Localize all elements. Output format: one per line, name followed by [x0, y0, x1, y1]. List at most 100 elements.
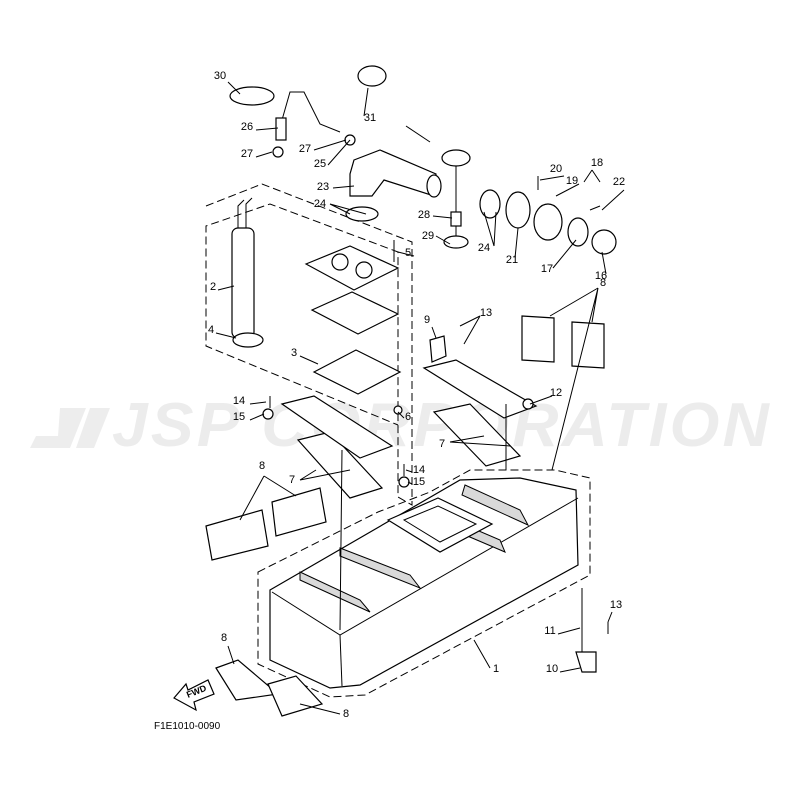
callout-c18: 18 — [591, 157, 603, 169]
fuel-pump-body — [231, 227, 255, 339]
leaders — [215, 81, 625, 715]
vent-hose-fitting — [275, 117, 287, 141]
callout-c2: 2 — [210, 281, 216, 293]
callout-c10: 10 — [546, 663, 558, 675]
callout-c14a: 14 — [233, 395, 245, 407]
callout-c24b: 24 — [478, 242, 490, 254]
vent-line-coupler — [450, 211, 462, 227]
callout-c7a: 7 — [439, 438, 445, 450]
fwd-arrow-icon — [173, 679, 215, 712]
filler-cap-16 — [591, 229, 617, 255]
callout-c1: 1 — [493, 663, 499, 675]
callout-c27a: 27 — [241, 148, 253, 160]
callout-c22: 22 — [613, 176, 625, 188]
hose-clamp-top — [357, 65, 387, 87]
top-plate-port-1 — [331, 253, 349, 271]
gasket-24 — [479, 189, 501, 219]
callout-c8c: 8 — [221, 632, 227, 644]
callout-c8d: 8 — [343, 708, 349, 720]
callout-c7b: 7 — [289, 474, 295, 486]
fuel-pump-clamp — [232, 332, 264, 348]
watermark: JSP CORPORATION — [30, 391, 772, 460]
filler-neck — [229, 65, 442, 222]
fwd-indicator: FWD — [173, 679, 215, 712]
plate-gasket-2 — [312, 349, 402, 395]
tank-rib-2 — [339, 547, 422, 590]
pump-assembly-frame — [205, 183, 413, 506]
filler-cap-assembly — [479, 176, 617, 255]
leader-lines — [215, 81, 625, 715]
callout-c5: 5 — [405, 247, 411, 259]
top-plate-port-2 — [355, 261, 373, 279]
pad-8-bottom-1 — [215, 659, 280, 701]
figure-code: F1E1010-0090 — [154, 721, 221, 732]
callout-c6: 6 — [405, 411, 411, 423]
vent-valve — [441, 149, 471, 167]
strap-support-right — [422, 359, 538, 419]
fuel-pump — [231, 197, 264, 348]
callout-c19: 19 — [566, 175, 578, 187]
fuel-pump-tube-1 — [237, 199, 245, 228]
callout-c8b: 8 — [259, 460, 265, 472]
callout-c28: 28 — [418, 209, 430, 221]
fitting-27 — [272, 146, 284, 158]
callout-c12: 12 — [550, 387, 562, 399]
vent-line — [405, 125, 471, 249]
nut-12 — [522, 398, 534, 410]
strap-7-right — [432, 403, 522, 467]
vent-hose-clamp — [229, 86, 275, 106]
callout-c20: 20 — [550, 163, 562, 175]
callout-c24a: 24 — [314, 198, 326, 210]
callout-c17: 17 — [541, 263, 553, 275]
callout-c3: 3 — [291, 347, 297, 359]
callout-c31: 31 — [364, 112, 376, 124]
callout-c15a: 15 — [233, 411, 245, 423]
tank-pump-opening-inner — [402, 505, 478, 543]
fuel-tank — [269, 477, 579, 689]
washer-15b — [398, 476, 410, 488]
callout-c13a: 13 — [480, 307, 492, 319]
callout-c27b: 27 — [299, 143, 311, 155]
callout-c25: 25 — [314, 158, 326, 170]
vent-hose — [281, 91, 341, 133]
fuel-tank-front-edge — [339, 634, 343, 687]
callout-c26: 26 — [241, 121, 253, 133]
filler-neck-19 — [533, 203, 563, 241]
bracket-10 — [575, 651, 597, 673]
vent-line-clamp — [443, 235, 469, 249]
pad-8-top-1 — [521, 315, 555, 363]
callout-c9: 9 — [424, 314, 430, 326]
vent-sensor — [405, 125, 431, 143]
hardware — [262, 240, 609, 673]
callout-c15b: 15 — [413, 476, 425, 488]
nut-6 — [393, 405, 403, 415]
plate-gasket-1 — [310, 291, 400, 335]
top-plate — [304, 245, 400, 291]
strap-support-left — [280, 395, 394, 459]
callout-c11: 11 — [544, 625, 555, 637]
callout-c29: 29 — [422, 230, 434, 242]
flange-21 — [505, 191, 531, 229]
callout-c8a: 8 — [600, 277, 606, 289]
pad-8-left-1 — [205, 509, 269, 561]
mounting-straps — [205, 315, 605, 717]
washer-15a — [262, 408, 274, 420]
callout-c16: 16 — [595, 270, 607, 282]
tank-pump-opening — [386, 497, 494, 553]
fuel-pump-tube-2 — [245, 197, 253, 228]
bolt-22 — [589, 205, 601, 211]
pad-8-bottom-2 — [267, 675, 324, 717]
callout-c21: 21 — [506, 254, 518, 266]
ring-17 — [567, 217, 589, 247]
bracket-9 — [429, 335, 447, 363]
callout-c30: 30 — [214, 70, 226, 82]
pad-8-top-2 — [571, 321, 605, 369]
callout-c13b: 13 — [610, 599, 622, 611]
filler-hose-clamp — [345, 206, 379, 222]
callout-c4: 4 — [208, 324, 214, 336]
callout-c23: 23 — [317, 181, 329, 193]
fuel-tank-body — [269, 477, 579, 689]
watermark-text: JSP CORPORATION — [112, 391, 772, 460]
